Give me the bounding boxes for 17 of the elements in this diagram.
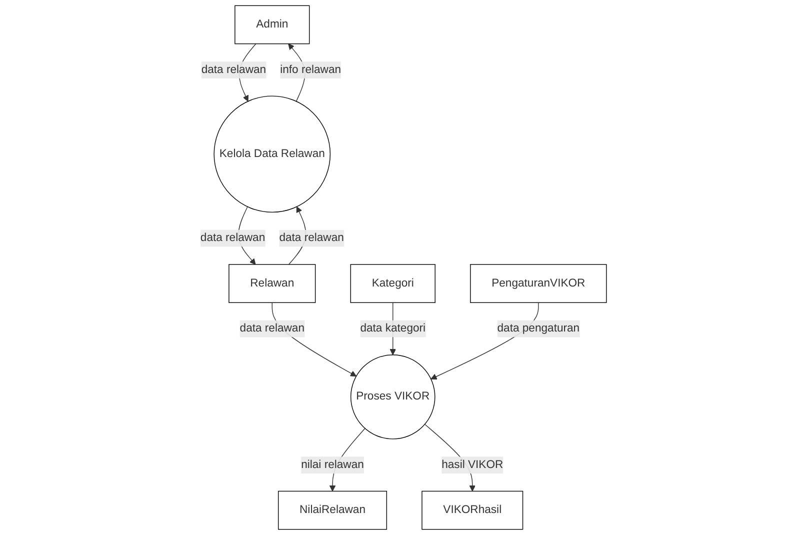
edge-label: data relawan: [279, 232, 344, 244]
node-box: PengaturanVIKOR: [470, 264, 607, 303]
edge-label: nilai relawan: [301, 458, 364, 471]
node-box: Kategori: [350, 264, 436, 303]
node-box: NilaiRelawan: [278, 490, 388, 530]
node-box: Admin: [234, 5, 310, 44]
node-circle: Kelola Data Relawan: [214, 96, 331, 213]
edge-label: data relawan: [201, 64, 266, 76]
edge-label: hasil VIKOR: [442, 458, 504, 471]
edge-label: data kategori: [360, 322, 426, 334]
node-box: VIKORhasil: [422, 490, 524, 530]
node-circle: Proses VIKOR: [350, 354, 436, 440]
edge-label: data relawan: [200, 232, 266, 244]
edge-label: data relawan: [240, 322, 305, 334]
edge-label: data pengaturan: [497, 322, 580, 334]
node-box: Relawan: [228, 264, 316, 303]
edge-label: info relawan: [280, 64, 342, 76]
